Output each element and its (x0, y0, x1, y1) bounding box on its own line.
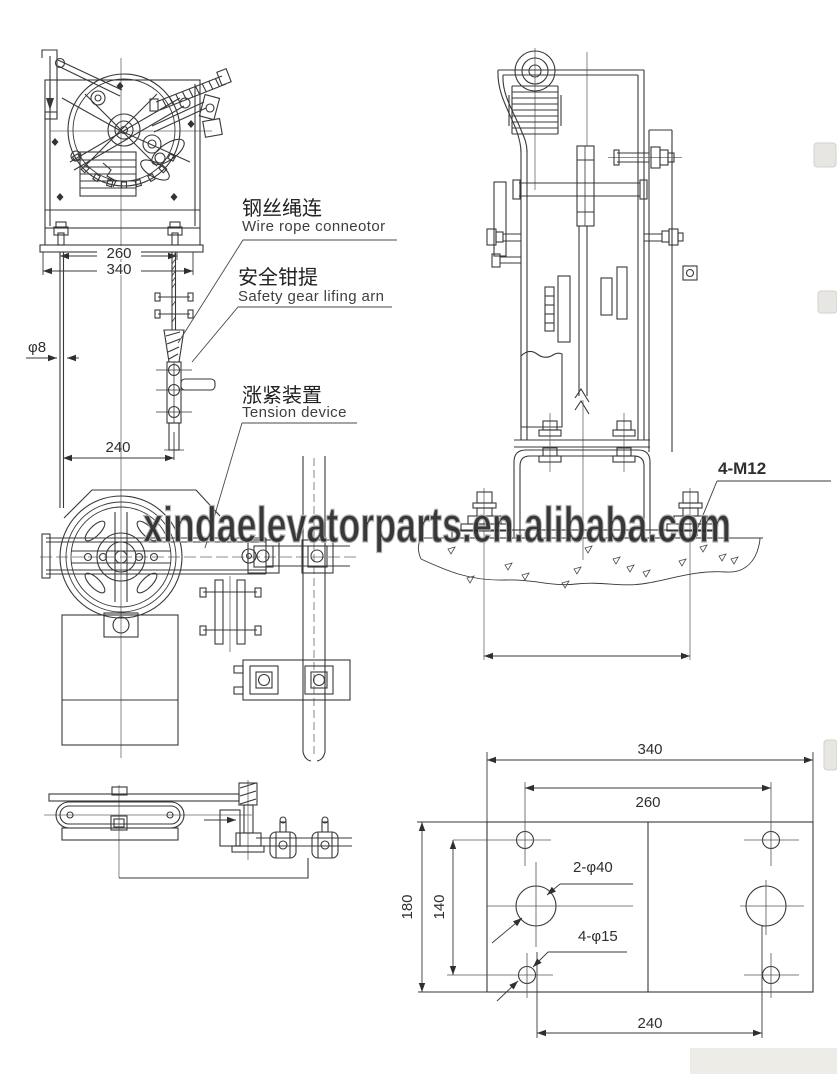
watermark-stamp (823, 739, 837, 771)
ratchet-teeth (71, 153, 177, 189)
dim-small-holes: 4-φ15 (578, 928, 618, 945)
watermark-text: xindaelevatorparts.en.alibaba.com (143, 497, 731, 553)
dim-340-front: 340 (106, 261, 131, 278)
watermark-stamp (813, 142, 837, 168)
bolt-marks (51, 82, 195, 201)
rope-assembly (59, 252, 216, 508)
label-tension-cn: 涨紧装置 (242, 384, 322, 407)
callout-leaders (177, 239, 397, 549)
dim-180-plate: 180 (399, 894, 416, 919)
label-safety-gear-cn: 安全钳提 (238, 266, 318, 289)
dim-rope-diameter: φ8 (28, 339, 46, 356)
dim-large-holes: 2-φ40 (573, 859, 613, 876)
label-safety-gear-en: Safety gear lifing arn (238, 288, 384, 305)
aggregate-marks (447, 544, 739, 589)
label-anchor-bolts: 4-M12 (718, 459, 766, 478)
dim-240-ropes: 240 (105, 439, 130, 456)
base-plate-view (417, 752, 814, 1038)
dim-260-plate: 260 (635, 794, 660, 811)
governor-side-view (451, 48, 715, 560)
rope-dimensions (26, 354, 175, 462)
label-tension-en: Tension device (242, 404, 347, 421)
watermark-stamp (817, 290, 837, 314)
label-wire-rope-en: Wire rope conneotor (242, 218, 386, 235)
watermark-box (690, 1048, 837, 1074)
dim-140-plate: 140 (431, 894, 448, 919)
tension-device-plan-view (44, 780, 352, 879)
dim-260-front: 260 (106, 245, 131, 262)
tension-device-view (40, 456, 358, 762)
watermark-stamps (813, 142, 837, 771)
front-dimensions (42, 246, 194, 275)
governor-front-view (39, 49, 232, 462)
dim-340-plate: 340 (637, 741, 662, 758)
dim-240-plate: 240 (637, 1015, 662, 1032)
foundation-view (417, 480, 831, 660)
label-wire-rope-cn: 钢丝绳连 (242, 197, 322, 220)
